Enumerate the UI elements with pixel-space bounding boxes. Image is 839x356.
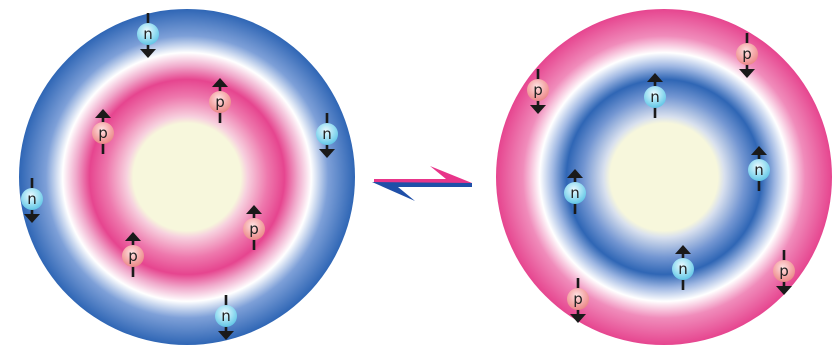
spin-up-arrow-icon <box>125 232 141 277</box>
proton-label: p <box>215 93 225 111</box>
left-nucleons: n p p n n p p n <box>21 13 338 340</box>
neutron-ball <box>215 305 237 327</box>
right-neutron-4: n <box>564 169 586 214</box>
neutron-ball <box>672 258 694 280</box>
proton-ball <box>92 122 114 144</box>
neutron-label: n <box>221 307 231 325</box>
equilibrium-arrows <box>372 166 472 201</box>
proton-label: p <box>533 81 543 99</box>
left-neutron-7: n <box>215 295 237 340</box>
neutron-label: n <box>570 184 580 202</box>
neutron-ball <box>21 188 43 210</box>
neutron-ball <box>316 123 338 145</box>
left-nucleus: n p p n n p p n <box>19 9 355 345</box>
neutron-label: n <box>27 190 37 208</box>
left-nucleus-body <box>19 9 355 345</box>
spin-down-arrow-icon <box>140 13 156 58</box>
neutron-label: n <box>754 161 764 179</box>
spin-up-arrow-icon <box>647 73 663 118</box>
neutron-label: n <box>143 25 153 43</box>
spin-down-arrow-icon <box>739 33 755 78</box>
right-nucleus-body <box>496 9 832 345</box>
neutron-ball <box>137 23 159 45</box>
right-nucleus: p n p n n n p p <box>496 9 832 345</box>
neutron-label: n <box>322 125 332 143</box>
spin-down-arrow-icon <box>24 178 40 223</box>
proton-ball <box>209 91 231 113</box>
spin-up-arrow-icon <box>675 245 691 290</box>
left-proton-5: p <box>243 205 265 250</box>
neutron-label: n <box>678 260 688 278</box>
left-proton-2: p <box>92 109 114 154</box>
right-proton-2: p <box>736 33 758 78</box>
left-neutron-3: n <box>316 113 338 158</box>
left-proton-6: p <box>122 232 144 277</box>
spin-up-arrow-icon <box>212 78 228 123</box>
left-neutron-0: n <box>137 13 159 58</box>
spin-down-arrow-icon <box>776 250 792 295</box>
right-neutron-5: n <box>672 245 694 290</box>
proton-ball <box>243 218 265 240</box>
neutron-ball <box>564 182 586 204</box>
spin-up-arrow-icon <box>246 205 262 250</box>
proton-ball <box>527 79 549 101</box>
spin-down-arrow-icon <box>570 278 586 323</box>
right-neutron-3: n <box>748 146 770 191</box>
proton-ball <box>773 260 795 282</box>
spin-down-arrow-icon <box>530 69 546 114</box>
neutron-ball <box>644 86 666 108</box>
neutron-label: n <box>650 88 660 106</box>
proton-label: p <box>742 45 752 63</box>
proton-label: p <box>128 247 138 265</box>
spin-up-arrow-icon <box>567 169 583 214</box>
proton-ball <box>736 43 758 65</box>
right-nucleons: p n p n n n p p <box>527 33 795 323</box>
spin-up-arrow-icon <box>95 109 111 154</box>
right-proton-6: p <box>567 278 589 323</box>
spin-down-arrow-icon <box>319 113 335 158</box>
forward-arrow <box>374 166 472 183</box>
right-neutron-1: n <box>644 73 666 118</box>
reverse-arrow <box>372 182 472 201</box>
proton-ball <box>122 245 144 267</box>
left-neutron-4: n <box>21 178 43 223</box>
proton-label: p <box>779 262 789 280</box>
left-proton-1: p <box>209 78 231 123</box>
right-proton-7: p <box>773 250 795 295</box>
right-proton-0: p <box>527 69 549 114</box>
spin-down-arrow-icon <box>218 295 234 340</box>
proton-ball <box>567 288 589 310</box>
spin-up-arrow-icon <box>751 146 767 191</box>
proton-label: p <box>98 124 108 142</box>
neutron-ball <box>748 159 770 181</box>
proton-label: p <box>249 220 259 238</box>
proton-label: p <box>573 290 583 308</box>
